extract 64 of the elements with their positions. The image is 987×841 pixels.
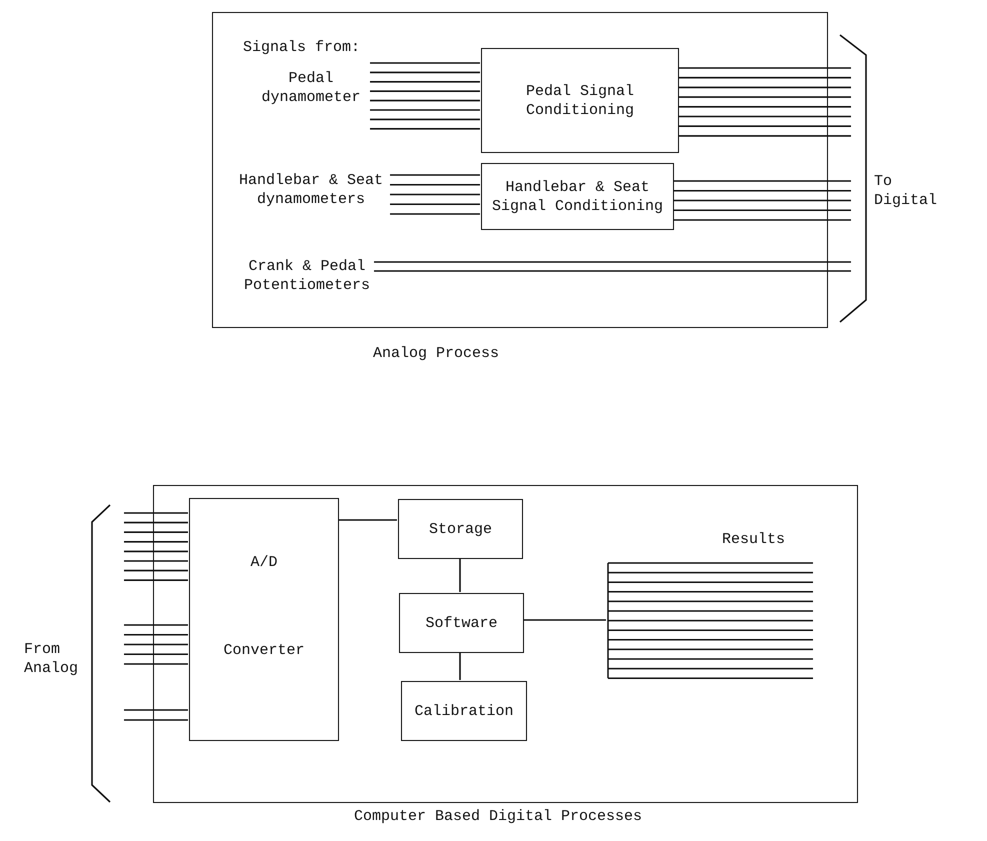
signal-line [124,624,188,626]
signal-line [124,560,188,562]
signal-source-label: Pedal dynamometer [251,69,371,109]
annotation-label: To Digital [874,172,938,210]
signal-line [370,90,480,92]
signal-line [678,86,851,88]
process-box: Pedal Signal Conditioning [481,48,679,153]
converter-box [189,498,339,741]
signal-line [673,180,851,182]
panel-caption: Computer Based Digital Processes [354,808,642,825]
signal-line [124,634,188,636]
signal-line [124,719,188,721]
signal-line [673,219,851,221]
results-heading: Results [722,531,786,548]
signal-line [124,579,188,581]
signal-line [370,62,480,64]
signal-line [678,96,851,98]
signal-line [124,653,188,656]
signal-line [673,200,851,202]
signal-line [678,76,851,78]
signal-line [370,118,480,120]
signal-line [678,67,851,69]
signal-line [338,519,397,521]
signal-line [124,550,188,552]
signal-line [390,174,480,176]
process-box: Handlebar & Seat Signal Conditioning [481,163,674,230]
signal-line [678,135,851,137]
signal-line [390,213,480,215]
signal-line [124,570,188,572]
signal-source-label: Crank & Pedal Potentiometers [239,257,375,297]
box-label: A/D [249,554,278,571]
signal-line [124,512,188,514]
signal-line [523,619,606,621]
signal-line [124,663,188,665]
signal-source-label: Handlebar & Seat dynamometers [231,171,391,211]
signal-line [124,709,188,711]
signal-line [124,531,188,533]
signal-line [673,209,851,212]
signal-line [390,194,480,196]
signal-line [673,190,851,192]
signal-line [374,261,851,263]
signal-line [370,128,480,130]
signal-line [370,81,480,83]
process-box: Calibration [401,681,527,741]
process-box: Storage [398,499,523,559]
signal-line [124,541,188,543]
signal-line [374,270,851,272]
panel-caption: Analog Process [373,345,500,362]
signal-line [678,125,851,127]
process-box: Software [399,593,524,653]
annotation-label: From Analog [24,640,80,678]
signal-line [459,652,461,680]
signal-line [678,106,851,108]
signal-line [390,203,480,206]
signal-line [124,644,188,646]
box-label: Converter [222,642,306,659]
signal-line [678,116,851,118]
signal-line [459,558,461,592]
signal-line [370,72,480,74]
signal-line [370,109,480,111]
signal-line [124,522,188,524]
signal-line [390,184,480,186]
annotation-label: Signals from: [243,38,362,57]
signal-line [370,100,480,102]
